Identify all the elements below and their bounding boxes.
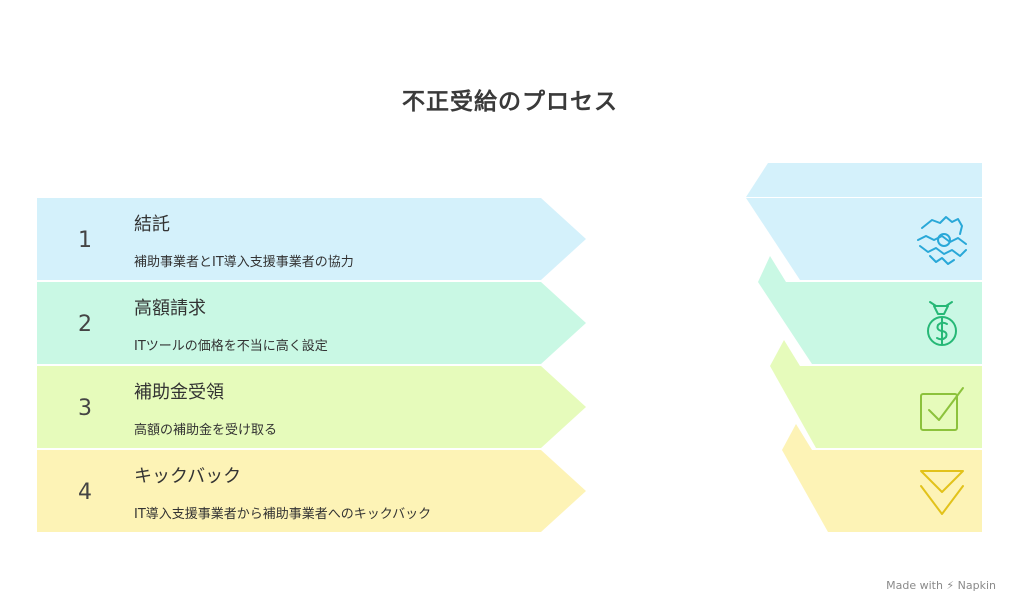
step-3-number: 3 [78,396,92,421]
chevron-down-icon [920,470,964,515]
top-tab-shape [746,163,982,197]
step-2-title: 高額請求 [134,298,206,319]
step-1-number: 1 [78,228,92,253]
step-3-right-panel [770,366,982,448]
step-4-small-tab [782,424,812,450]
handshake-icon [917,216,967,265]
checkbox-icon [920,387,964,431]
step-1-description: 補助事業者とIT導入支援事業者の協力 [134,255,354,270]
step-2-small-tab [758,256,786,282]
step-2-arrow [37,282,586,364]
step-1-title: 結託 [134,214,170,235]
step-4-right-panel [782,450,982,532]
step-2-number: 2 [78,312,92,337]
page-title: 不正受給のプロセス [402,89,618,115]
step-2-right-panel [758,282,982,364]
step-3-title: 補助金受領 [134,382,224,403]
step-4-number: 4 [78,480,92,505]
step-3-small-tab [770,340,800,366]
step-2-description: ITツールの価格を不当に高く設定 [134,339,328,354]
money-bag-icon [927,301,957,346]
step-1-arrow [37,198,586,280]
step-3-description: 高額の補助金を受け取る [134,423,278,438]
step-4-title: キックバック [134,466,242,487]
step-3-arrow [37,366,586,448]
step-4-arrow [37,450,586,532]
napkin-credit[interactable]: Made with ⚡ Napkin [886,579,996,592]
step-4-description: IT導入支援事業者から補助事業者へのキックバック [134,507,432,522]
step-1-right-panel [746,198,982,280]
